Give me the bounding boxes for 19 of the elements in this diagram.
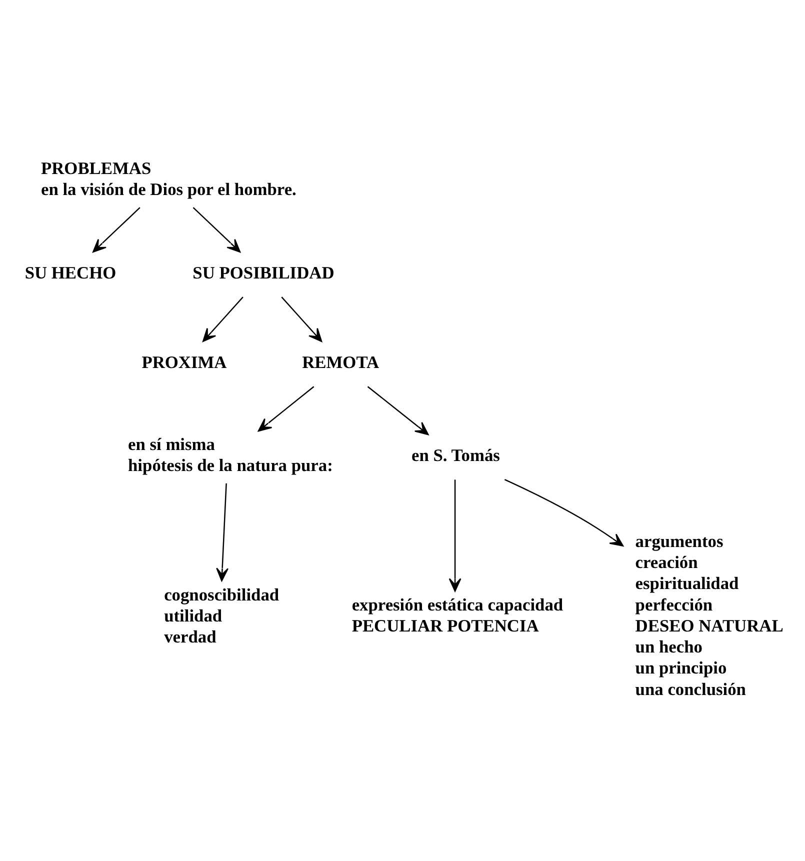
- arrow: [202, 296, 244, 342]
- node-text: en sí misma hipótesis de la natura pura:: [128, 433, 333, 475]
- arrow: [192, 206, 241, 252]
- node-text: argumentos creación espiritualidad perfección DESEO NATURAL un hecho un principio una conclusión: [635, 530, 784, 698]
- node-text: PROBLEMAS en la visión de Dios por el hombre.: [40, 157, 296, 199]
- node-text: REMOTA: [302, 351, 380, 372]
- arrow: [258, 386, 314, 432]
- node-text: SU POSIBILIDAD: [192, 262, 334, 282]
- arrow: [448, 479, 462, 592]
- node-text: expresión estática capacidad PECULIAR POTENCIA: [352, 594, 564, 635]
- arrow: [367, 386, 429, 435]
- arrow: [281, 296, 322, 342]
- node-text: PROXIMA: [142, 351, 227, 372]
- node-text: cognoscibilidad utilidad verdad: [164, 584, 280, 646]
- arrow: [92, 206, 140, 252]
- arrow: [216, 482, 228, 581]
- node-text: en S. Tomás: [412, 444, 500, 465]
- node-text: SU HECHO: [24, 262, 116, 282]
- arrow: [504, 478, 624, 546]
